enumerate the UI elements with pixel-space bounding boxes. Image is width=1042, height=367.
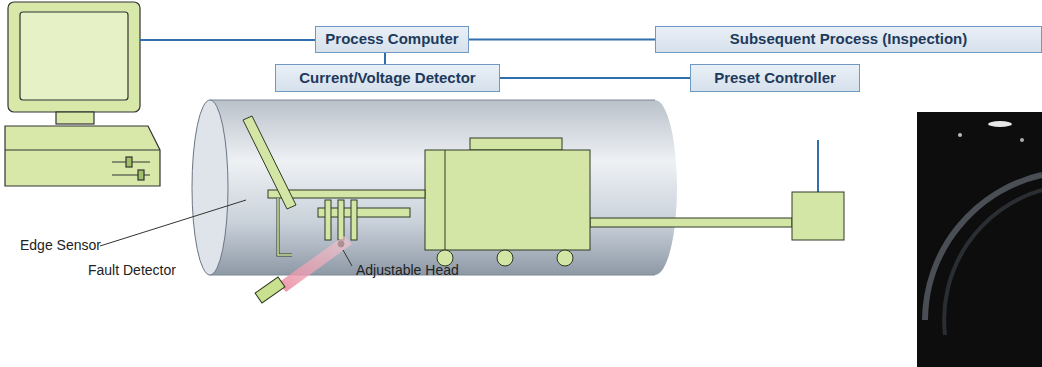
process-box: Subsequent Process (Inspection) — [655, 26, 1042, 53]
controller-device — [792, 192, 844, 240]
photo-inset — [917, 112, 1042, 367]
leader-line — [343, 250, 352, 266]
connector-line — [469, 39, 655, 41]
connector-line — [500, 77, 690, 79]
part-label: Edge Sensor — [20, 238, 101, 253]
part-label: Adjustable Head — [356, 263, 459, 278]
carriage — [243, 116, 792, 266]
connector-line — [384, 53, 386, 64]
leader-line — [100, 200, 246, 246]
pipe-drawing — [192, 100, 677, 275]
box-label: Current/Voltage Detector — [299, 70, 475, 87]
part-label: Fault Detector — [88, 263, 176, 278]
signal-wire — [140, 39, 315, 41]
computer-box: Process Computer — [315, 26, 469, 53]
box-label: Preset Controller — [714, 70, 836, 87]
fault-detector-icon — [255, 277, 285, 303]
detector-beam — [278, 236, 352, 292]
box-label: Subsequent Process (Inspection) — [730, 31, 968, 48]
signal-wire — [817, 140, 819, 192]
detector-box: Current/Voltage Detector — [275, 64, 500, 92]
computer-icon — [5, 2, 160, 186]
box-label: Process Computer — [325, 31, 458, 48]
controller-box: Preset Controller — [690, 64, 860, 92]
